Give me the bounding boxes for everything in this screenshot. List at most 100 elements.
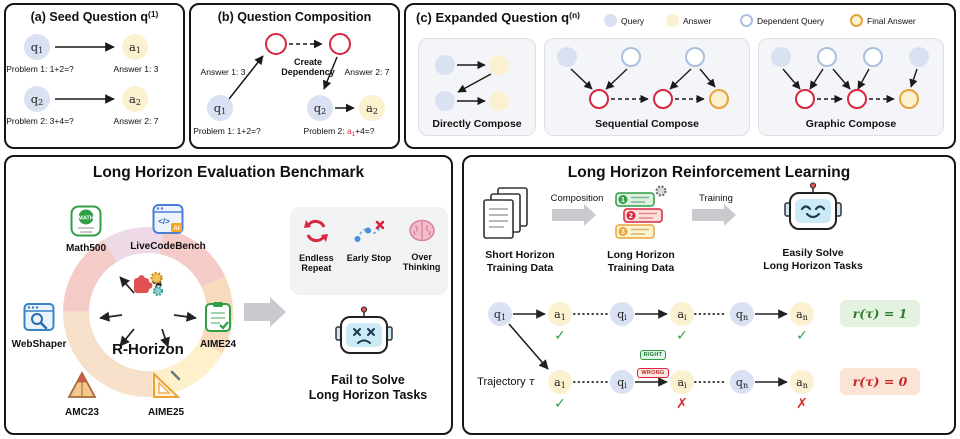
issue-label: Endless Repeat [299, 253, 334, 273]
query-node [435, 55, 455, 75]
dataset-label: Math500 [65, 243, 106, 254]
dependent-query-node [863, 47, 883, 67]
panel-expanded-question: (c) Expanded Question q(n) Query Answer … [404, 3, 956, 149]
panel-c-title-text: (c) Expanded Question q [416, 10, 570, 25]
failure-modes-box: Endless Repeat Early Stop Over [290, 207, 448, 295]
training-label: Training [699, 193, 733, 204]
stage3-line2: Long Horizon Tasks [763, 260, 863, 272]
fail-caption-line2: Long Horizon Tasks [308, 388, 428, 402]
issue-early-stop: Early Stop [343, 217, 396, 263]
problem1-text: Problem 1: 1+2=? [6, 64, 74, 74]
answer2-text: Answer 2: 7 [344, 67, 390, 77]
legend-answer-icon [666, 14, 679, 27]
right-sign-label: RIGHT [639, 350, 667, 360]
problem2-text: Problem 2: a1+4=? [287, 126, 391, 138]
dependency-node [847, 89, 867, 109]
stage3-line1: Easily Solve [782, 247, 844, 259]
dataset-label: WebShaper [11, 339, 67, 350]
dataset-label: AIME25 [147, 407, 185, 418]
reward-zero-badge: r(τ) = 0 [840, 368, 920, 395]
stage2-line2: Training Data [607, 262, 675, 274]
problem2-suffix: +4=? [355, 126, 375, 136]
a2-label: a [366, 101, 373, 115]
benchmark-dataset-math500: MATH Math500 [51, 205, 121, 254]
svg-text:MATH: MATH [78, 216, 94, 222]
dependent-query-node [817, 47, 837, 67]
stage1-label: Short Horizon Training Data [470, 249, 570, 275]
svg-text:3: 3 [621, 229, 625, 236]
documents-icon [483, 187, 528, 239]
webshaper-icon [23, 303, 55, 331]
aime24-icon [205, 302, 231, 332]
check-mark: ✓ [554, 327, 566, 343]
issue-endless-repeat: Endless Repeat [290, 217, 343, 273]
panel-a-title-sup: (1) [148, 9, 159, 19]
dependency-node-2 [329, 33, 351, 55]
cross-mark: ✗ [796, 395, 808, 411]
issue-label: Early Stop [346, 253, 392, 263]
benchmark-flow-arrow [244, 303, 270, 321]
q2-sub: 2 [38, 97, 44, 107]
query-node [557, 47, 577, 67]
directly-compose-label: Directly Compose [432, 118, 522, 130]
q1-sub: 1 [38, 45, 44, 55]
benchmark-dataset-aime25: AIME25 [131, 369, 201, 418]
dependent-query-node [621, 47, 641, 67]
panel-b-title: (b) Question Composition [217, 10, 372, 24]
q1-label: q [213, 101, 222, 115]
svg-text:1: 1 [621, 197, 625, 204]
fail-caption-line1: Fail to Solve [331, 373, 405, 387]
answer1-text: Answer 1: 3 [200, 67, 246, 77]
panel-question-composition: (b) Question Composition Create Dependen… [189, 3, 400, 149]
stage2-label: Long Horizon Training Data [591, 249, 691, 275]
query-node [771, 47, 791, 67]
query-node [909, 47, 929, 67]
panel-c-title-sup: (n) [569, 10, 580, 20]
early-stop-icon [354, 220, 385, 242]
panel-reinforcement-learning: Long Horizon Reinforcement Learning Shor… [462, 155, 956, 435]
puzzle-gears-icon [134, 271, 164, 297]
benchmark-dataset-amc23: AMC23 [47, 369, 117, 418]
answer-node [489, 91, 509, 111]
problem2-prefix: Problem 2: [303, 126, 347, 136]
a1-sub: 1 [135, 45, 141, 55]
benchmark-dataset-aime24: AIME24 [183, 301, 253, 350]
dependency-node [589, 89, 609, 109]
answer-node [489, 55, 509, 75]
dependent-query-node [685, 47, 705, 67]
final-answer-node [899, 89, 919, 109]
check-mark: ✓ [796, 327, 808, 343]
issue-over-thinking: Over Thinking [395, 217, 448, 272]
long-horizon-data-icon: 1 2 3 [615, 185, 667, 239]
legend-dependent-query-icon [740, 14, 753, 27]
issue-label: Over Thinking [402, 252, 441, 272]
benchmark-title: Long Horizon Evaluation Benchmark [92, 164, 365, 181]
over-thinking-icon [408, 219, 435, 242]
sad-robot-icon [335, 306, 393, 354]
q2-sub: 2 [321, 106, 327, 116]
legend-answer-label: Answer [683, 16, 712, 26]
stage1-line1: Short Horizon [485, 249, 555, 261]
sequential-compose-box: Sequential Compose [544, 38, 750, 136]
stage2-line1: Long Horizon [607, 249, 675, 261]
dependency-node-1 [265, 33, 287, 55]
svg-text:</>: </> [158, 217, 170, 226]
answer1-text: Answer 1: 3 [113, 64, 159, 74]
graphic-compose-label: Graphic Compose [805, 118, 897, 130]
benchmark-dataset-livecodebench: </> AI LiveCodeBench [125, 203, 211, 252]
q2-label: q [30, 92, 39, 106]
dependency-node [795, 89, 815, 109]
wrong-sign-label: WRONG [637, 368, 669, 378]
svg-text:2: 2 [629, 213, 633, 220]
